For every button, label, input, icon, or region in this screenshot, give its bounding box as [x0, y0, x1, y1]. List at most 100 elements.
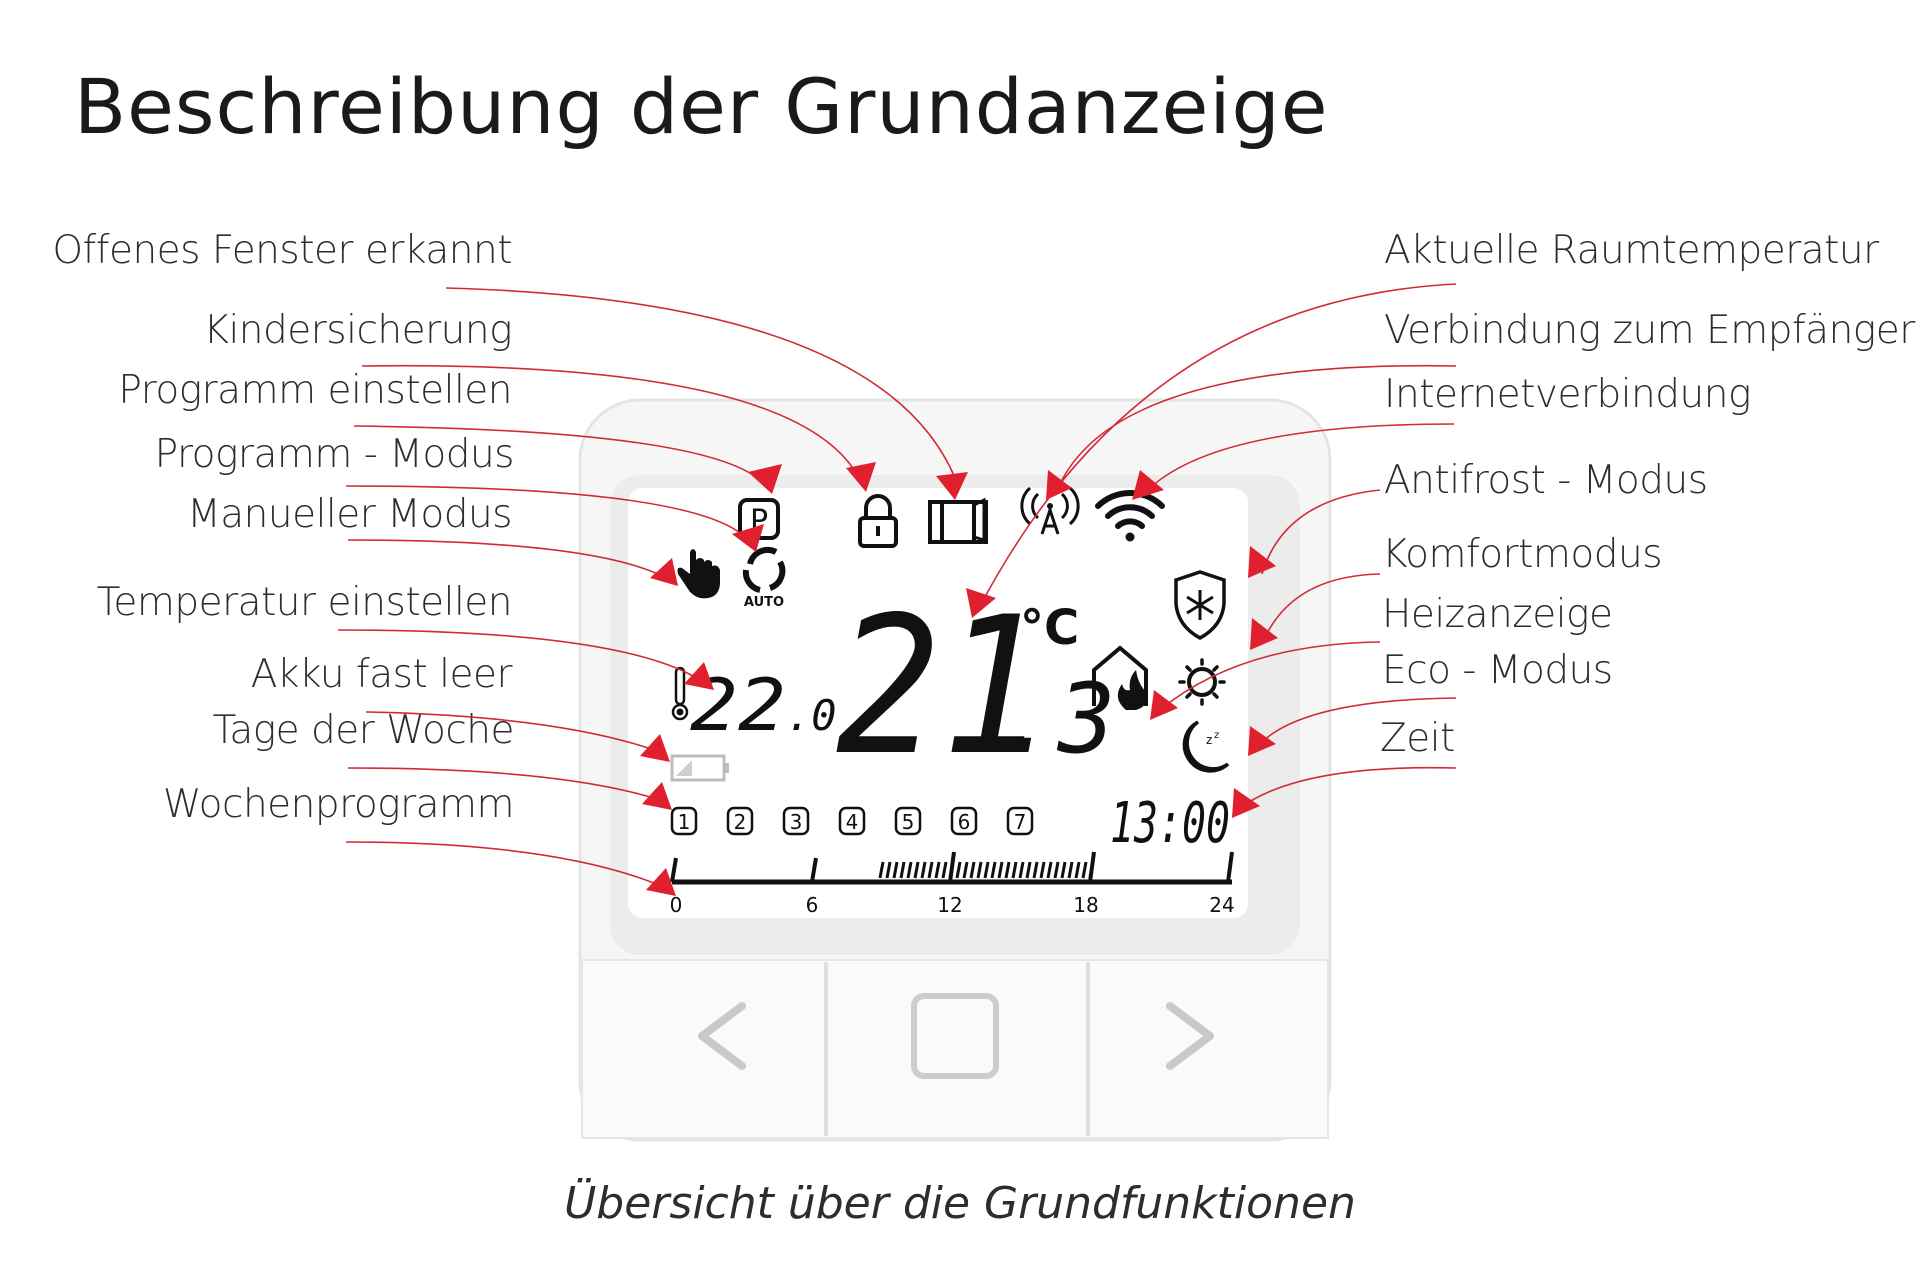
- center-button[interactable]: [828, 962, 1086, 1136]
- program-segment: [997, 861, 1004, 879]
- program-segment: [1032, 861, 1039, 879]
- label-child-lock: Kindersicherung: [203, 308, 512, 353]
- snowflake-shield-icon: [1174, 570, 1226, 640]
- program-segment: [1081, 861, 1088, 879]
- program-segment: [1060, 861, 1067, 879]
- label-comfort-mode: Komfortmodus: [1382, 532, 1663, 577]
- program-segment: [1039, 861, 1046, 879]
- thermometer-icon: [671, 666, 689, 721]
- timeline-tick-24: 24: [1209, 893, 1234, 917]
- program-segment: [1067, 861, 1074, 879]
- button-panel: [581, 959, 1329, 1139]
- svg-text:5: 5: [902, 810, 915, 834]
- program-segment: [983, 861, 990, 879]
- clock-time: 13:00: [1110, 791, 1230, 856]
- svg-text:4: 4: [846, 810, 859, 834]
- program-segment: [1074, 861, 1081, 879]
- program-segment: [948, 861, 955, 879]
- weekday-6: 6: [950, 806, 978, 836]
- svg-text:z: z: [1206, 733, 1212, 747]
- callout-leaders: [337, 283, 1457, 889]
- label-week-program: Wochenprogramm: [162, 782, 515, 827]
- weekday-1: 1: [670, 806, 698, 836]
- program-segment: [941, 861, 948, 879]
- weekday-row: 1 2 3 4 5 6 7: [670, 806, 1034, 836]
- program-segment: [955, 861, 962, 879]
- battery-icon: [670, 754, 729, 782]
- label-program-mode: Programm - Modus: [154, 432, 515, 477]
- timeline-tick-0: 0: [670, 893, 683, 917]
- auto-label: AUTO: [744, 595, 784, 610]
- figure-caption: Übersicht über die Grundfunktionen: [564, 1178, 1356, 1229]
- svg-text:6: 6: [958, 810, 971, 834]
- label-room-temperature: Aktuelle Raumtemperatur: [1384, 228, 1879, 273]
- svg-text:7: 7: [1014, 810, 1027, 834]
- label-manual-mode: Manueller Modus: [187, 492, 512, 537]
- weekday-5: 5: [894, 806, 922, 836]
- label-weekdays: Tage der Woche: [212, 708, 514, 753]
- svg-text:1: 1: [678, 810, 691, 834]
- program-segment: [976, 861, 983, 879]
- label-set-program: Programm einstellen: [118, 368, 512, 413]
- callout-arrowheads: [640, 462, 1278, 896]
- label-antifrost-mode: Antifrost - Modus: [1384, 458, 1708, 503]
- program-segment: [934, 861, 941, 879]
- square-button-icon: [911, 993, 999, 1079]
- weekday-2: 2: [726, 806, 754, 836]
- antenna-icon: [1020, 486, 1080, 535]
- house-flame-icon: [1092, 645, 1148, 710]
- program-segment: [1046, 861, 1053, 879]
- program-segment: [969, 861, 976, 879]
- program-segment: [920, 861, 927, 879]
- set-temperature-decimal: .0: [786, 691, 837, 740]
- label-time: Zeit: [1380, 716, 1455, 761]
- sun-icon: [1178, 658, 1226, 706]
- room-temperature-decimal: .3: [1000, 663, 1116, 775]
- svg-text:3: 3: [790, 810, 803, 834]
- program-segment: [1011, 861, 1018, 879]
- timeline-tick-6: 6: [806, 893, 819, 917]
- weekday-4: 4: [838, 806, 866, 836]
- left-button[interactable]: [584, 962, 824, 1136]
- right-button[interactable]: [1090, 962, 1328, 1136]
- label-open-window: Offenes Fenster erkannt: [52, 228, 512, 273]
- program-segment: [990, 861, 997, 879]
- program-segment: [885, 861, 892, 879]
- program-segment: [1053, 861, 1060, 879]
- program-segment: [927, 861, 934, 879]
- program-segment: [878, 861, 885, 879]
- hand-icon: [677, 549, 720, 599]
- timeline-tick-12: 12: [937, 893, 962, 917]
- page-title: Beschreibung der Grundanzeige: [74, 62, 1329, 151]
- svg-text:2: 2: [734, 810, 747, 834]
- label-set-temperature: Temperatur einstellen: [96, 580, 513, 625]
- label-eco-mode: Eco - Modus: [1382, 648, 1613, 693]
- label-internet-connection: Internetverbindung: [1384, 372, 1751, 417]
- program-segment: [906, 861, 913, 879]
- weekday-3: 3: [782, 806, 810, 836]
- chevron-left-icon: [698, 1002, 746, 1070]
- room-temperature-main: 21: [836, 576, 1046, 797]
- lcd-screen: [628, 488, 1248, 918]
- temperature-unit: °C: [1020, 600, 1079, 656]
- program-segment: [1025, 861, 1032, 879]
- timeline-tick-18: 18: [1073, 893, 1098, 917]
- program-segment: [1018, 861, 1025, 879]
- moon-icon: z z: [1182, 720, 1230, 773]
- wifi-icon: [1095, 490, 1165, 542]
- lock-icon: [858, 494, 898, 548]
- chevron-right-icon: [1166, 1002, 1214, 1070]
- program-segment: [899, 861, 906, 879]
- week-program-timeline: 0 6 12 18 24: [670, 851, 1235, 917]
- program-segment: [892, 861, 899, 879]
- label-receiver-connection: Verbindung zum Empfänger: [1384, 308, 1915, 353]
- program-segment: [1088, 861, 1095, 879]
- auto-cycle-icon: AUTO: [742, 546, 786, 610]
- window-icon: [928, 497, 988, 544]
- program-segment: [1004, 861, 1011, 879]
- weekday-7: 7: [1006, 806, 1034, 836]
- svg-text:z: z: [1214, 730, 1219, 741]
- program-segment: [962, 861, 969, 879]
- program-segment: [913, 861, 920, 879]
